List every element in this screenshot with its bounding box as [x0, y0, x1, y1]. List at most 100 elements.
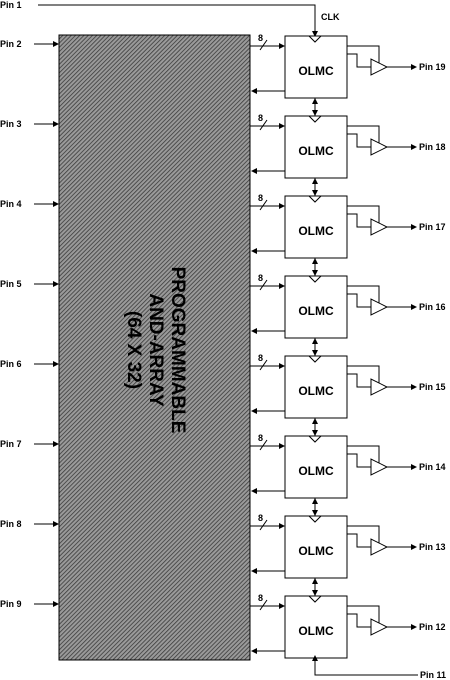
and-array-label-line-3: (64 X 32) — [123, 311, 144, 389]
output-pin-label: Pin 19 — [419, 62, 446, 72]
input-pin-label: Pin 5 — [0, 279, 22, 289]
buffer-input-wire — [347, 213, 371, 228]
input-pin-label: Pin 7 — [0, 439, 22, 449]
buffer-input-wire — [347, 373, 371, 388]
olmc-label: OLMC — [298, 304, 334, 318]
feedback-arrowhead — [251, 568, 257, 574]
clock-input-notch — [308, 35, 322, 43]
and-array-label-line-2: AND-ARRAY — [145, 293, 166, 407]
product-term-bus-arrowhead — [279, 523, 285, 529]
input-pin-8: Pin 8 — [0, 519, 59, 529]
clock-input-notch — [308, 355, 322, 363]
input-pin-label: Pin 3 — [0, 119, 22, 129]
output-pin-label: Pin 16 — [419, 302, 446, 312]
bus-width-label: 8 — [258, 113, 263, 123]
bus-width-label: 8 — [258, 433, 263, 443]
interstage-arrow-up — [312, 98, 318, 104]
olmc-label: OLMC — [298, 624, 334, 638]
bus-slash — [259, 199, 268, 211]
input-pin-9: Pin 9 — [0, 599, 59, 609]
interstage-arrow-up — [312, 418, 318, 424]
input-pin-2: Pin 2 — [0, 39, 59, 49]
interstage-arrow-up — [312, 178, 318, 184]
input-pin-label: Pin 4 — [0, 199, 22, 209]
bottom-pin-label: Pin 11 — [420, 670, 446, 680]
output-pin-arrowhead — [411, 304, 417, 310]
feedback-arrowhead — [251, 408, 257, 414]
interstage-arrow-down — [312, 590, 318, 596]
buffer-input-wire — [347, 133, 371, 148]
input-pin-arrowhead — [53, 361, 59, 367]
interstage-arrow-down — [312, 510, 318, 516]
and-array-block — [58, 34, 251, 661]
clock-input-notch — [308, 595, 322, 603]
bus-width-label: 8 — [258, 33, 263, 43]
clock-input-notch — [308, 195, 322, 203]
olmc-label: OLMC — [298, 464, 334, 478]
bus-width-label: 8 — [258, 353, 263, 363]
olmc-box — [284, 435, 348, 499]
input-pin-arrowhead — [53, 41, 59, 47]
output-enable-wire — [347, 525, 380, 543]
interstage-arrow-down — [312, 430, 318, 436]
bus-slash — [259, 119, 268, 131]
interstage-arrow-up — [312, 258, 318, 264]
clock-input-notch — [308, 115, 322, 123]
interstage-arrow-down — [312, 190, 318, 196]
and-array-label: PROGRAMMABLE AND-ARRAY (64 X 32) — [123, 267, 188, 434]
bottom-pin-wire — [314, 658, 418, 676]
olmc-box — [284, 275, 348, 339]
buffer-input-wire — [347, 613, 371, 628]
output-pin-label: Pin 15 — [419, 382, 446, 392]
output-pin-label: Pin 14 — [419, 462, 446, 472]
output-pin-arrowhead — [411, 144, 417, 150]
clock-arrowhead — [312, 31, 318, 37]
interstage-arrow-up — [312, 338, 318, 344]
bus-width-label: 8 — [258, 193, 263, 203]
output-enable-wire — [347, 205, 380, 223]
output-enable-wire — [347, 365, 380, 383]
output-pin-arrowhead — [411, 64, 417, 70]
clock-input-notch — [308, 515, 322, 523]
interstage-arrow-down — [312, 350, 318, 356]
and-array-label-line-1: PROGRAMMABLE — [167, 267, 188, 434]
output-pin-arrowhead — [411, 624, 417, 630]
bus-width-label: 8 — [258, 593, 263, 603]
olmc-box — [284, 595, 348, 659]
bus-slash — [259, 39, 268, 51]
clock-input-notch — [308, 275, 322, 283]
output-pin-label: Pin 18 — [419, 142, 446, 152]
bus-slash — [259, 279, 268, 291]
output-enable-wire — [347, 445, 380, 463]
product-term-bus-arrowhead — [279, 43, 285, 49]
clock-wire — [38, 4, 316, 33]
output-pin-arrowhead — [411, 464, 417, 470]
bus-slash — [259, 519, 268, 531]
bus-slash — [259, 359, 268, 371]
output-pin-label: Pin 17 — [419, 222, 446, 232]
product-term-bus-arrowhead — [279, 203, 285, 209]
clock-pin-label: Pin 1 — [0, 0, 22, 10]
olmc-label: OLMC — [298, 384, 334, 398]
input-pin-5: Pin 5 — [0, 279, 59, 289]
buffer-input-wire — [347, 533, 371, 548]
product-term-bus-arrowhead — [279, 363, 285, 369]
olmc-box — [284, 355, 348, 419]
input-pin-label: Pin 2 — [0, 39, 22, 49]
feedback-arrowhead — [251, 168, 257, 174]
input-pin-label: Pin 8 — [0, 519, 22, 529]
interstage-arrow-down — [312, 110, 318, 116]
input-pin-arrowhead — [53, 121, 59, 127]
output-enable-wire — [347, 285, 380, 303]
olmc-label: OLMC — [298, 64, 334, 78]
interstage-arrow-up — [312, 498, 318, 504]
